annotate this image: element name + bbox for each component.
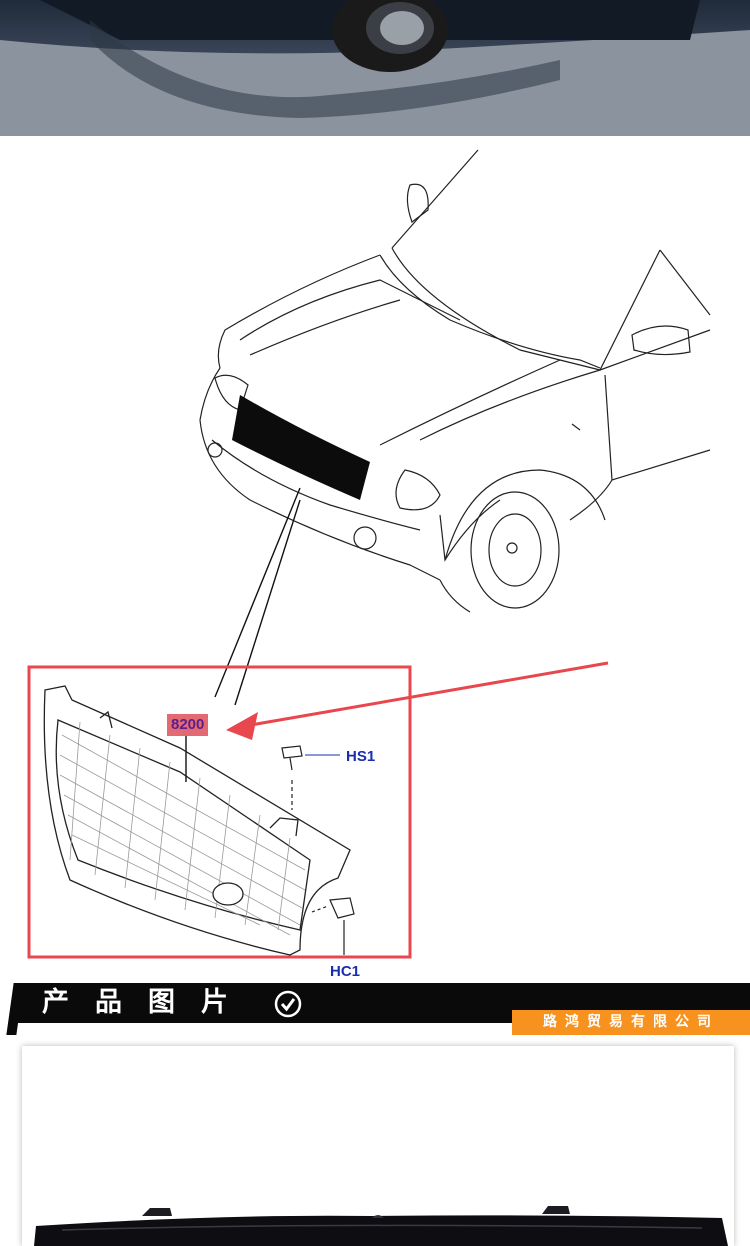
- vehicle-photo: [0, 0, 750, 136]
- callout-hs1: HS1: [346, 748, 376, 765]
- section-title: 产品图片: [42, 987, 254, 1018]
- vehicle-front-line-drawing: [27, 149, 711, 959]
- part-number-tag: 8200: [167, 714, 209, 736]
- section-banner: 产品图片 路鸿贸易有限公司: [0, 983, 750, 1035]
- product-photo: [22, 1046, 734, 1246]
- parts-diagram: 8200 HS1 HC1: [0, 136, 750, 986]
- pointer-arrow: [226, 661, 609, 740]
- highlight-box: [27, 665, 412, 959]
- callout-hc1: HC1: [330, 963, 361, 980]
- hc1-clip-drawing: [311, 897, 355, 955]
- check-circle-icon: [274, 990, 302, 1018]
- company-name: 路鸿贸易有限公司: [512, 1010, 750, 1035]
- hs1-clip-drawing: [281, 745, 303, 810]
- grille-part-drawing: [43, 685, 351, 956]
